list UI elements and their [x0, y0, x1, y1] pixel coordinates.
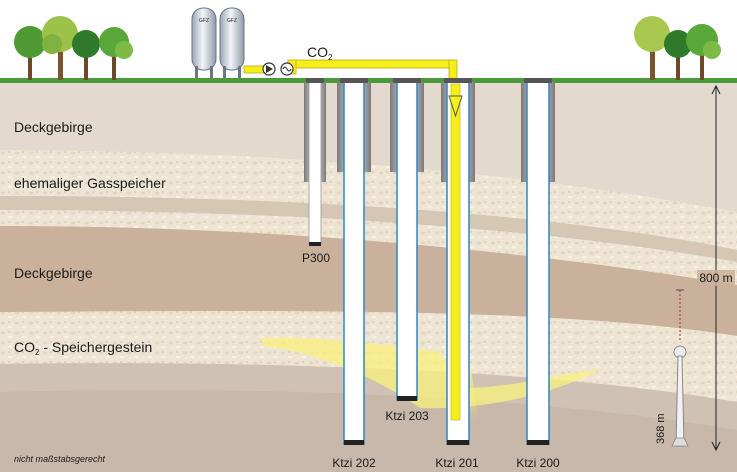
wells — [304, 78, 555, 445]
co2-tank-2: GFZ — [219, 7, 245, 78]
layer-sand-thin — [0, 210, 737, 285]
tower-height-label: 368 m — [655, 413, 667, 444]
trees-right — [634, 16, 721, 80]
well-label-ktzi-200: Ktzi 200 — [516, 456, 560, 470]
well-ktzi-201 — [441, 78, 475, 445]
depth-total-label: 800 m — [699, 271, 732, 285]
well-p300 — [304, 78, 326, 246]
well-label-ktzi-201: Ktzi 201 — [435, 456, 479, 470]
layer-label-speichergestein: CO2 - Speichergestein — [14, 339, 152, 357]
layer-deckgebirge-middle — [0, 226, 737, 336]
pump-icon — [262, 62, 276, 76]
well-ktzi-203 — [390, 78, 424, 401]
layer-label-gasspeicher: ehemaliger Gasspeicher — [14, 175, 166, 191]
well-label-ktzi-203: Ktzi 203 — [385, 409, 429, 423]
ground-line — [0, 78, 737, 83]
co2-pipe-label: CO2 — [307, 44, 333, 62]
depth-scale: 800 m — [697, 84, 735, 452]
well-label-ktzi-202: Ktzi 202 — [332, 456, 376, 470]
well-ktzi-200 — [521, 78, 555, 445]
co2-tank-1: GFZ — [191, 7, 217, 78]
tank-1-label: GFZ — [199, 18, 209, 24]
layer-label-deckgebirge-middle: Deckgebirge — [14, 265, 93, 281]
layer-stripe — [0, 196, 737, 262]
surface: GFZ GFZ CO2 — [0, 0, 737, 85]
trees-left — [14, 16, 133, 80]
layer-label-deckgebirge-upper: Deckgebirge — [14, 119, 93, 135]
layer-gasspeicher — [0, 150, 737, 250]
injection-arrow-icon — [448, 95, 463, 118]
well-ktzi-202 — [337, 78, 371, 445]
tank-2-label: GFZ — [227, 18, 237, 24]
well-label-p300: P300 — [302, 251, 330, 265]
layer-bottom-deep — [0, 389, 737, 472]
scale-note: nicht maßstabsgerecht — [14, 454, 106, 464]
tv-tower-icon: 368 m — [655, 289, 689, 447]
co2-injection-tubing — [450, 83, 461, 421]
heater-icon — [280, 62, 294, 76]
